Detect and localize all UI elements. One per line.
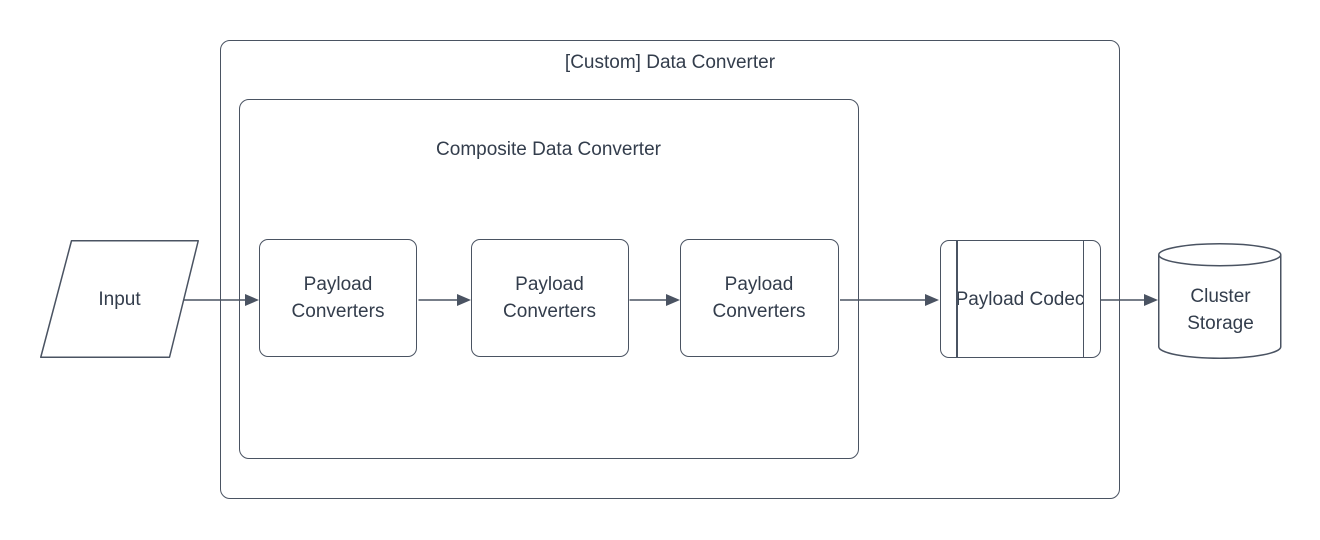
cylinder-top-outline-icon — [1158, 243, 1282, 267]
group-composite-data-converter: Composite Data Converter Payload Convert… — [238, 98, 859, 459]
payload-converter-2-label: Payload Converters — [503, 274, 596, 322]
node-payload-codec: Payload Codec — [939, 240, 1101, 358]
node-payload-converter-2: Payload Converters — [470, 239, 629, 357]
payload-codec-label: Payload Codec — [955, 288, 1085, 310]
parallelogram-outline-icon — [40, 240, 199, 358]
node-payload-converter-1: Payload Converters — [259, 239, 417, 357]
node-cluster-storage: Cluster Storage — [1158, 243, 1283, 362]
arrow-head-icon — [1144, 294, 1158, 306]
cylinder-shape — [1158, 243, 1282, 359]
cluster-storage-label: Cluster Storage — [1187, 285, 1254, 334]
group-custom-data-converter: [Custom] Data Converter Composite Data C… — [220, 40, 1120, 499]
node-input: Input — [40, 240, 199, 358]
cylinder-body-outline-icon — [1158, 254, 1282, 359]
group-custom-data-converter-label: [Custom] Data Converter — [564, 52, 776, 73]
payload-converter-3-label: Payload Converters — [712, 274, 806, 322]
payload-converter-1-label: Payload Converters — [291, 274, 385, 322]
codec-right-bar — [1082, 241, 1084, 357]
group-composite-data-converter-label: Composite Data Converter — [436, 138, 661, 160]
codec-left-bar — [956, 241, 958, 357]
input-label: Input — [98, 288, 141, 310]
node-payload-converter-3: Payload Converters — [679, 239, 839, 357]
parallelogram-shape — [40, 240, 199, 358]
